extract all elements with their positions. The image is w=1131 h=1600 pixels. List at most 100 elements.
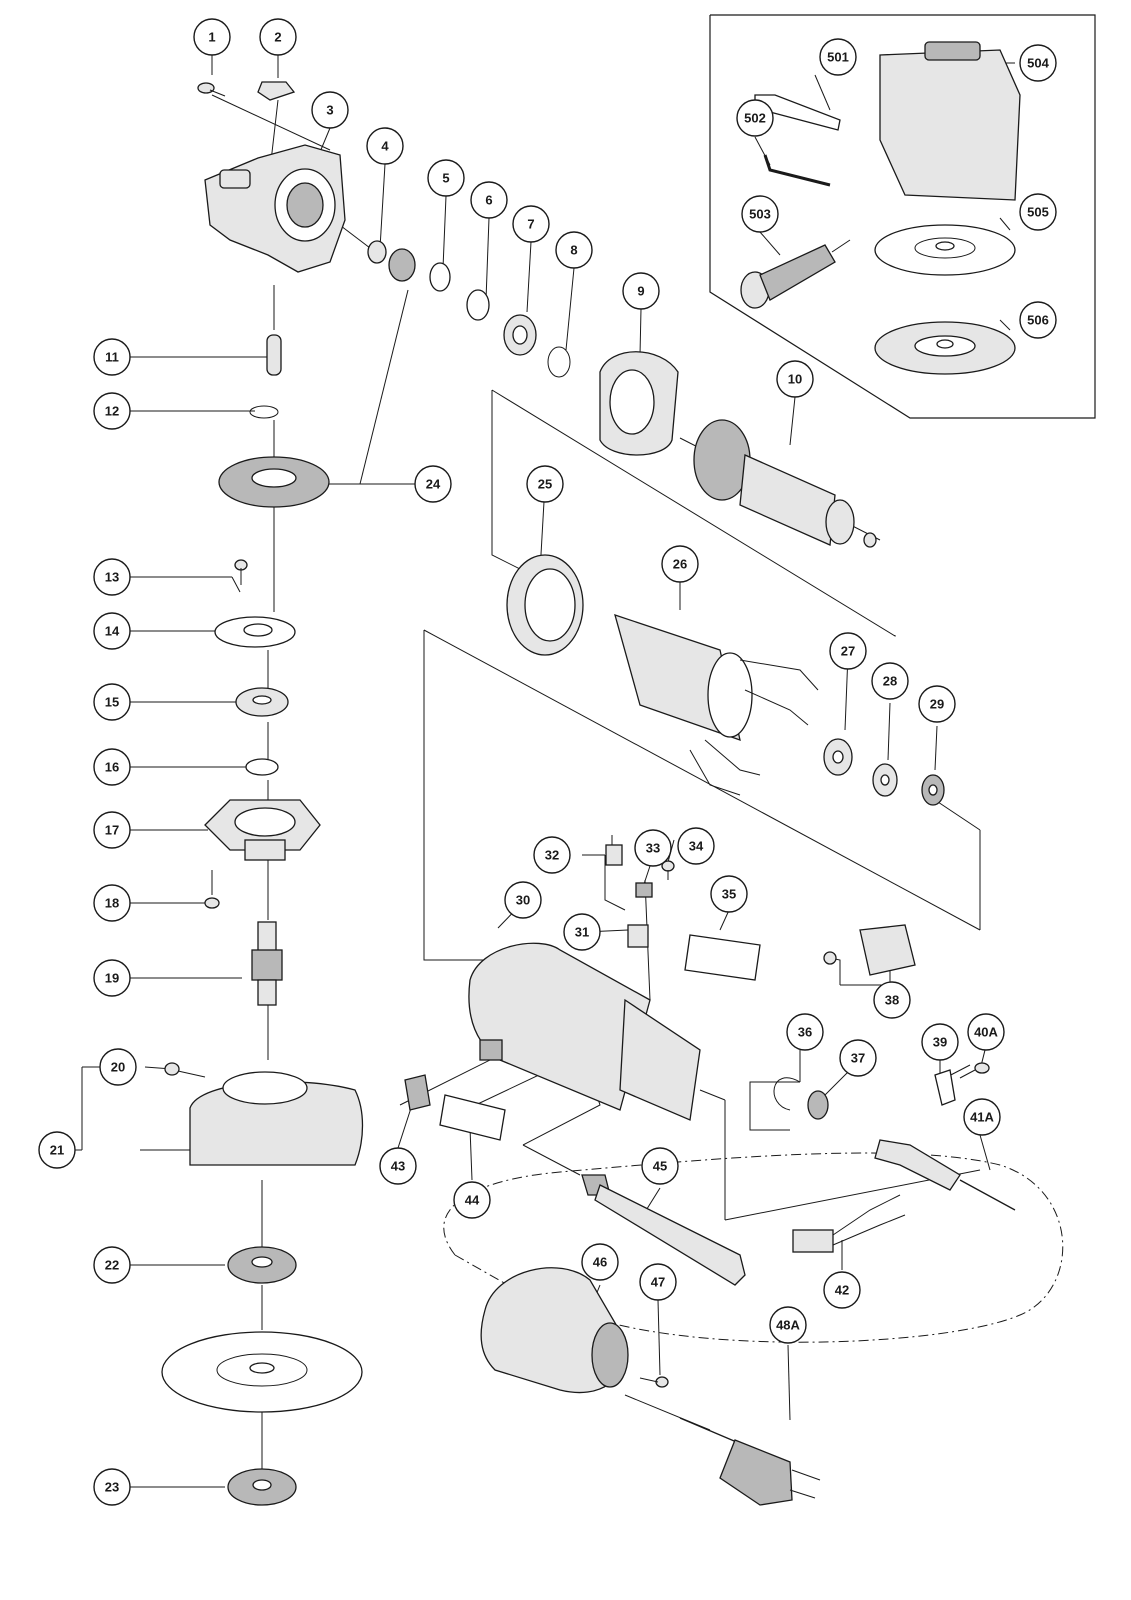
- callout-label: 42: [835, 1283, 849, 1298]
- callout-29: 29: [918, 685, 956, 723]
- callout-13: 13: [93, 558, 131, 596]
- callout-16: 16: [93, 748, 131, 786]
- callout-label: 34: [689, 839, 704, 854]
- callout-3: 3: [311, 91, 349, 129]
- callout-label: 30: [516, 893, 530, 908]
- callout-26: 26: [661, 545, 699, 583]
- callout-label: 18: [105, 896, 119, 911]
- part-bevel-gear-24: [218, 456, 330, 508]
- part-stator-26: [614, 613, 819, 796]
- part-cord-48A: [679, 1417, 821, 1506]
- part-lock-nut-23: [227, 1468, 297, 1506]
- callout-10: 10: [776, 360, 814, 398]
- part-retaining-ring-8: [547, 346, 571, 378]
- callout-label: 41A: [970, 1110, 994, 1125]
- callout-label: 24: [426, 477, 441, 492]
- callout-label: 13: [105, 570, 119, 585]
- callout-label: 23: [105, 1480, 119, 1495]
- callout-8: 8: [555, 231, 593, 269]
- part-ring-5: [429, 262, 451, 292]
- part-bearing-7: [503, 314, 537, 356]
- callout-44: 44: [453, 1181, 491, 1219]
- part-clip-2: [257, 81, 296, 101]
- part-brush-holder-31: [627, 924, 649, 948]
- callout-45: 45: [641, 1147, 679, 1185]
- callout-label: 37: [851, 1051, 865, 1066]
- callout-label: 21: [50, 1143, 64, 1158]
- callout-label: 503: [749, 207, 771, 222]
- part-plate-14: [214, 616, 296, 648]
- callout-label: 28: [883, 674, 897, 689]
- callout-34: 34: [677, 827, 715, 865]
- callout-label: 46: [593, 1255, 607, 1270]
- callout-22: 22: [93, 1246, 131, 1284]
- part-screw-13: [234, 559, 248, 585]
- callout-40A: 40A: [967, 1013, 1005, 1051]
- callout-label: 10: [788, 372, 802, 387]
- part-brush-cap-33: [635, 882, 653, 898]
- callout-label: 48A: [776, 1318, 800, 1333]
- callout-label: 11: [105, 350, 119, 365]
- callout-label: 27: [841, 644, 855, 659]
- callout-label: 7: [527, 217, 534, 232]
- callout-35: 35: [710, 875, 748, 913]
- callout-label: 6: [485, 193, 492, 208]
- part-screw-18: [204, 870, 220, 909]
- part-screw-40A: [959, 1062, 990, 1079]
- callout-label: 12: [105, 404, 119, 419]
- callout-41A: 41A: [963, 1098, 1001, 1136]
- callout-37: 37: [839, 1039, 877, 1077]
- part-screw-20: [164, 1062, 206, 1078]
- callout-43: 43: [379, 1147, 417, 1185]
- callout-502: 502: [736, 99, 774, 137]
- callout-20: 20: [99, 1048, 137, 1086]
- callout-label: 506: [1027, 313, 1049, 328]
- part-label-44: [439, 1094, 506, 1141]
- callout-label: 17: [105, 823, 119, 838]
- part-nut-4: [367, 240, 387, 264]
- callout-label: 504: [1027, 56, 1049, 71]
- callout-label: 20: [111, 1060, 125, 1075]
- part-fan-guide-25: [506, 554, 584, 656]
- part-noise-suppressor-42: [792, 1194, 906, 1253]
- callout-39: 39: [921, 1023, 959, 1061]
- part-ring-12: [249, 405, 279, 419]
- part-hex-wrench-502: [763, 154, 831, 187]
- callout-label: 5: [442, 171, 449, 186]
- callout-label: 9: [637, 284, 644, 299]
- part-housing-30: [468, 942, 701, 1121]
- callout-6: 6: [470, 181, 508, 219]
- part-pin-11: [266, 334, 282, 376]
- callout-label: 29: [930, 697, 944, 712]
- callout-label: 501: [827, 50, 849, 65]
- part-spindle-19: [251, 921, 283, 1006]
- callout-label: 16: [105, 760, 119, 775]
- callout-label: 2: [274, 30, 281, 45]
- part-cord-clip-39: [934, 1069, 956, 1106]
- callout-label: 40A: [974, 1025, 998, 1040]
- callout-11: 11: [93, 338, 131, 376]
- part-screw-47: [639, 1376, 669, 1388]
- callout-27: 27: [829, 632, 867, 670]
- callout-label: 15: [105, 695, 119, 710]
- callout-9: 9: [622, 272, 660, 310]
- callout-23: 23: [93, 1468, 131, 1506]
- part-shapes: [161, 41, 1021, 1506]
- part-ring-16: [245, 758, 279, 776]
- part-switch-lever-45: [581, 1174, 746, 1286]
- part-grinding-disc: [161, 1331, 363, 1413]
- callout-label: 36: [798, 1025, 812, 1040]
- part-wheel-guard-21: [189, 1071, 364, 1166]
- part-screw-34: [661, 860, 675, 880]
- callout-19: 19: [93, 959, 131, 997]
- part-carbon-brush-32: [605, 835, 623, 866]
- callout-505: 505: [1019, 193, 1057, 231]
- callout-18: 18: [93, 884, 131, 922]
- callout-501: 501: [819, 38, 857, 76]
- callout-46: 46: [581, 1243, 619, 1281]
- callout-label: 39: [933, 1035, 947, 1050]
- part-gland-17: [204, 799, 321, 861]
- callout-14: 14: [93, 612, 131, 650]
- callout-2: 2: [259, 18, 297, 56]
